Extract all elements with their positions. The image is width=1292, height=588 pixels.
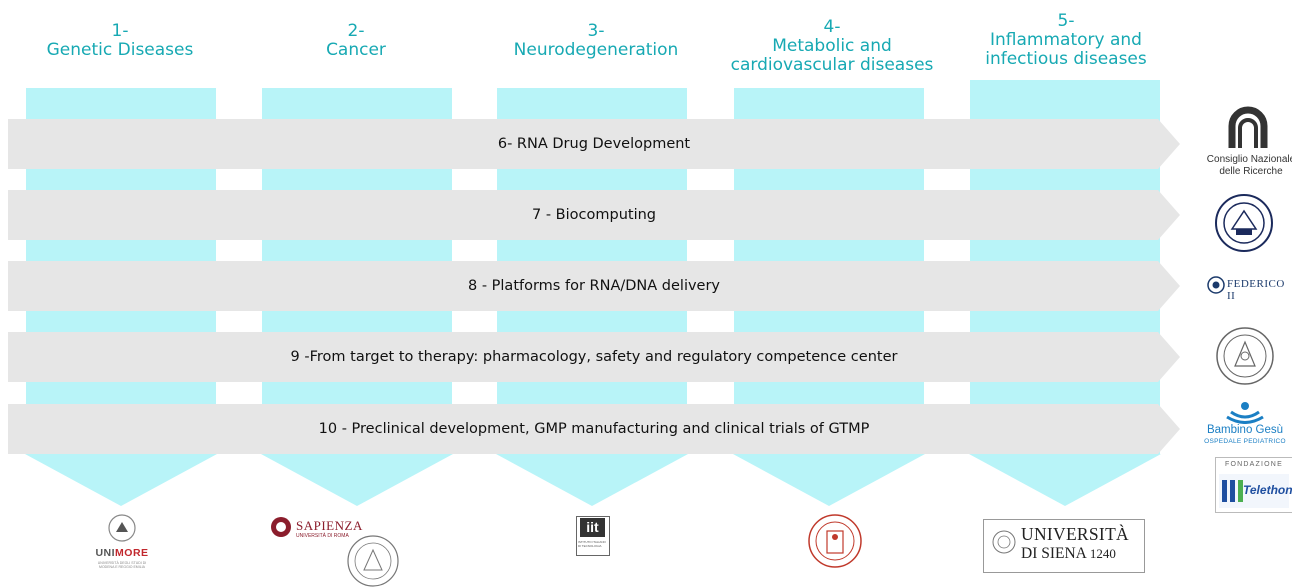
column-title: Cancer [326,40,386,60]
column-title-line2: infectious diseases [985,49,1147,69]
federico-seal-icon [1207,276,1225,294]
column-number: 3- [587,21,605,41]
seal-icon [347,535,399,587]
bambino-gesu-logo: Bambino Gesù OSPEDALE PEDIATRICO [1198,400,1292,448]
column-number: 4- [823,17,841,37]
unimore-prefix: UNI [95,547,116,559]
iit-box [576,516,610,556]
column-number: 1- [111,21,129,41]
cnr-line2: delle Ricerche [1219,166,1283,177]
telethon-mark: Telethon [1219,474,1292,508]
row-label: 9 -From target to therapy: pharmacology,… [290,349,898,365]
siena-line2: DI SIENA 1240 [1021,545,1116,563]
iit-name: iit [586,519,599,535]
siena-seal-icon [992,530,1016,554]
bambino-subtitle: OSPEDALE PEDIATRICO [1204,438,1286,445]
siena-year: 1240 [1089,546,1116,561]
column-arrowhead-5 [969,454,1161,506]
column-title: Genetic Diseases [46,40,194,60]
column-title-line2: cardiovascular diseases [730,55,934,75]
telethon-name: Telethon [1243,483,1292,497]
column-arrowhead-1 [25,454,217,506]
iit-mark [580,518,605,537]
sapienza-name: SAPIENZA [296,518,363,533]
cnr-line1: Consiglio Nazionale [1206,154,1292,165]
bambino-gesu-icon [1226,402,1264,424]
unimore-name: UNIMORE [92,547,152,559]
row-label: 6- RNA Drug Development [497,136,691,152]
sapienza-seal-logo [346,534,400,588]
telethon-top: FONDAZIONE [1225,461,1283,468]
federico-name: FEDERICO II [1227,278,1285,302]
unimore-logo: UNIMORE UNIVERSITÀ DEGLI STUDI DI MODENA… [92,513,152,573]
column-arrowhead-3 [496,454,688,506]
row-arrow-8: 8 - Platforms for RNA/DNA delivery [8,261,1180,311]
siena-line1: UNIVERSITÀ [1021,524,1129,544]
row-arrow-10: 10 - Preclinical development, GMP manufa… [8,404,1180,454]
unimore-seal-icon [108,514,136,542]
row-label: 7 - Biocomputing [532,207,656,223]
siena-logo: UNIVERSITÀ DI SIENA 1240 [983,519,1145,573]
telethon-figures-icon [1222,480,1243,502]
column-number: 5- [1057,11,1075,31]
seal-icon [1215,194,1273,252]
iit-subtitle: ISTITUTO ITALIANO DI TECNOLOGIA [578,540,606,548]
column-title: Neurodegeneration [513,40,679,60]
siena-line2-prefix: DI SIENA [1021,545,1087,562]
column-arrowhead-2 [261,454,453,506]
column-header-2: 2- Cancer [256,22,456,60]
column-header-5: 5- Inflammatory and infectious diseases [960,12,1172,69]
column-title-line1: Metabolic and [772,36,892,56]
column-header-3: 3- Neurodegeneration [496,22,696,60]
iit-logo: iit ISTITUTO ITALIANO DI TECNOLOGIA [576,516,610,556]
unimore-suffix: MORE [115,547,149,559]
sapienza-cherub-icon [271,517,291,537]
column-number: 2- [347,21,365,41]
sapienza-logo: SAPIENZA UNIVERSITÀ DI ROMA [270,516,380,546]
row-arrow-9: 9 -From target to therapy: pharmacology,… [8,332,1180,382]
sapienza-subtitle: UNIVERSITÀ DI ROMA [296,533,349,539]
column-header-1: 1- Genetic Diseases [20,22,220,60]
unimore-subtitle: UNIVERSITÀ DEGLI STUDI DI MODENA E REGGI… [97,561,147,569]
row-arrow-7: 7 - Biocomputing [8,190,1180,240]
column-header-4: 4- Metabolic and cardiovascular diseases [716,18,948,75]
row-arrow-6: 6- RNA Drug Development [8,119,1180,169]
university-seal-logo-2 [1215,326,1275,386]
seal-icon [1216,327,1274,385]
seal-icon [808,514,862,568]
cnr-logo: Consiglio Nazionale delle Ricerche [1196,100,1292,186]
university-seal-logo [1214,193,1274,253]
row-label: 8 - Platforms for RNA/DNA delivery [467,278,721,294]
red-seal-logo [807,513,863,569]
column-title-line1: Inflammatory and [990,30,1142,50]
column-arrowhead-4 [733,454,925,506]
row-label: 10 - Preclinical development, GMP manufa… [318,421,870,437]
cnr-emblem-icon [1228,106,1268,148]
federico-logo: FEDERICO II [1207,274,1287,302]
bambino-name: Bambino Gesù [1206,424,1284,436]
telethon-logo: FONDAZIONE Telethon [1215,457,1292,513]
